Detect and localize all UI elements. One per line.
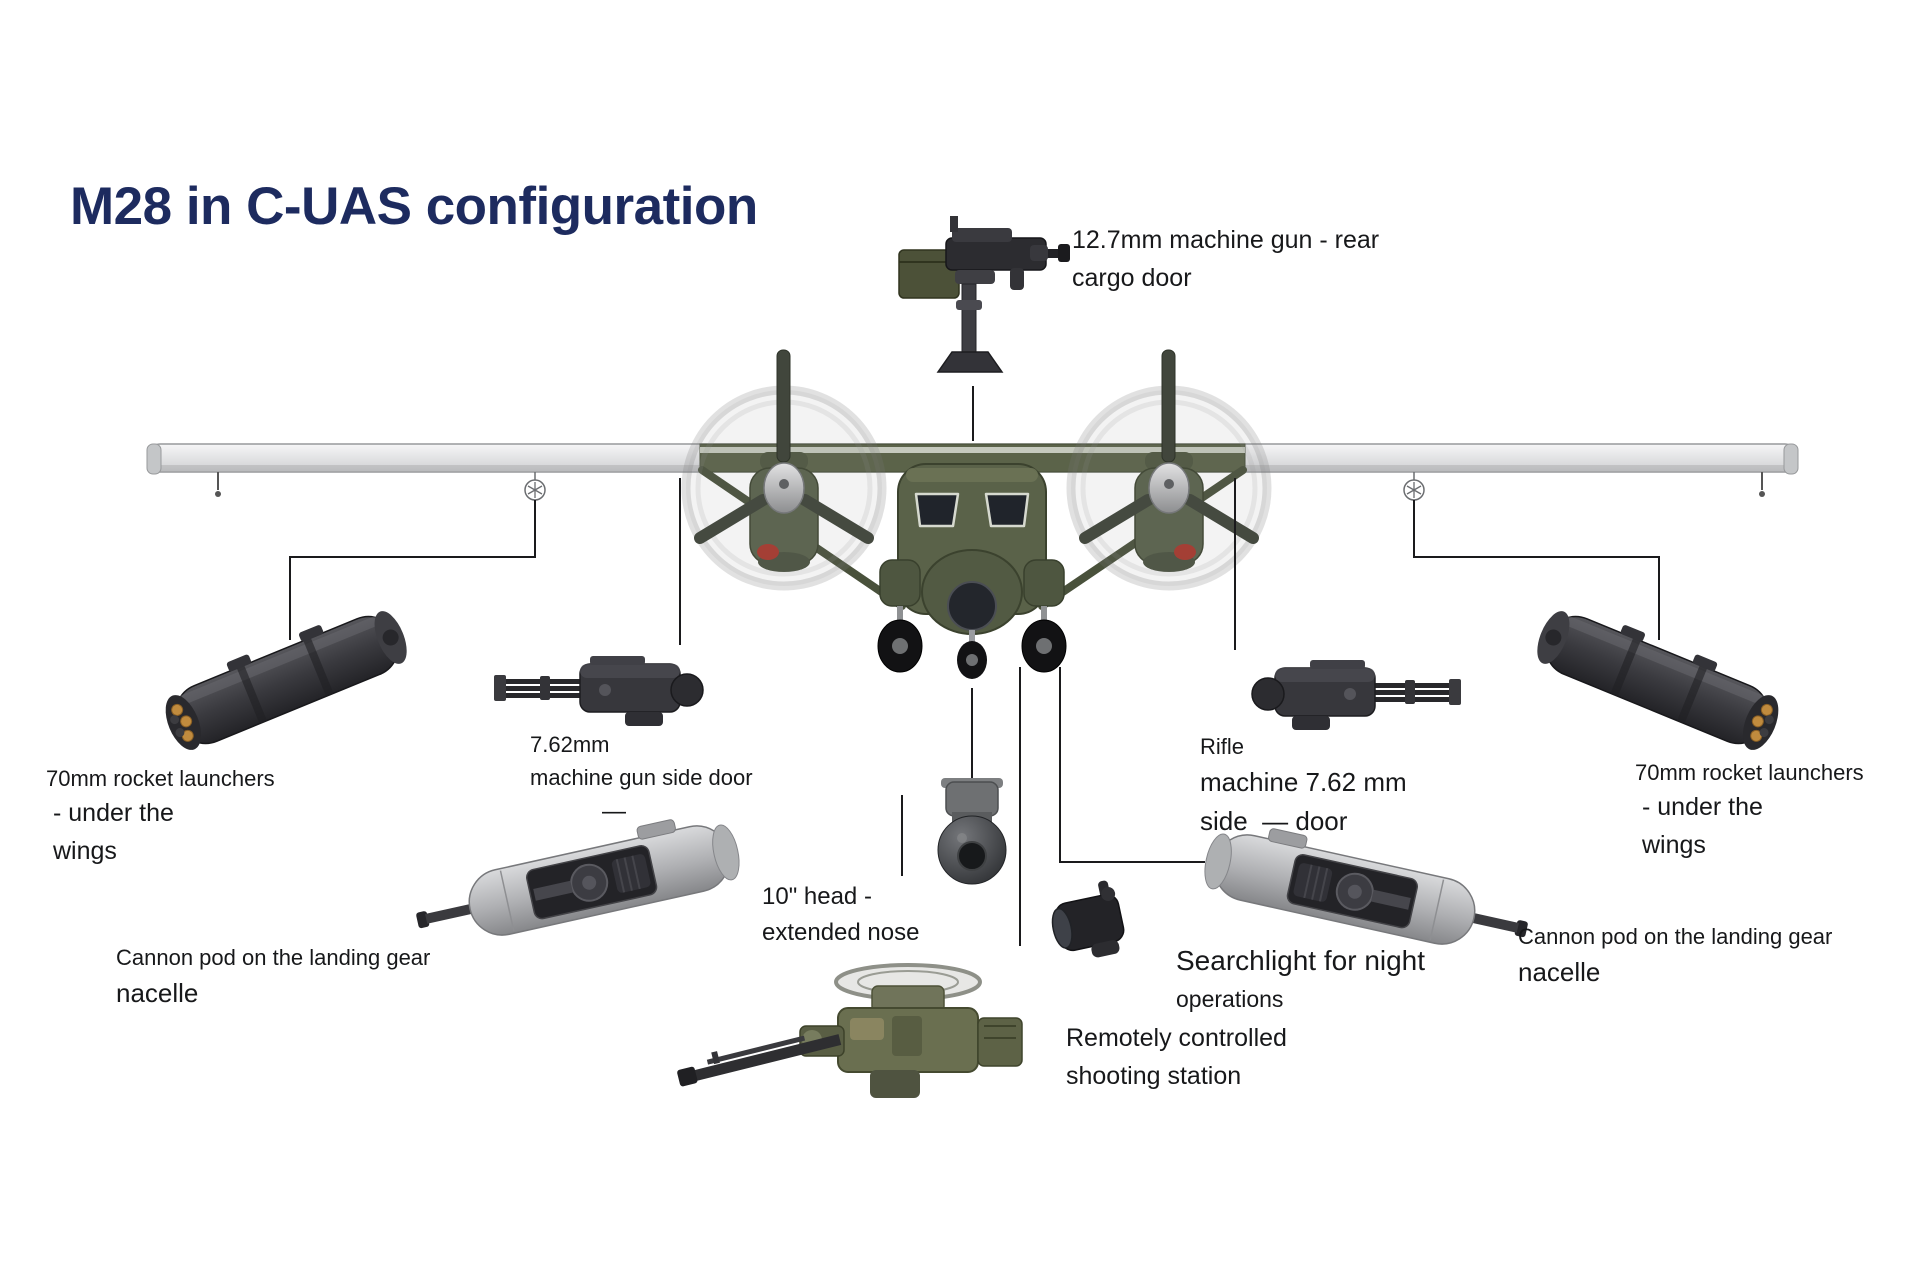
remote-weapon-station-illustration <box>677 963 1023 1098</box>
callout-mg-left-line2: machine gun side door <box>530 765 753 790</box>
callout-mg-right-line2: machine 7.62 mm <box>1200 767 1407 797</box>
hardpoint-right-icon <box>1403 472 1425 501</box>
nose-radome <box>947 581 997 631</box>
leader-rockets-right <box>1413 500 1660 640</box>
callout-rockets-right-line1: 70mm rocket launchers <box>1635 760 1864 785</box>
callout-rockets-left-line2: - under the <box>53 799 174 827</box>
minigun-right-illustration <box>1251 659 1462 731</box>
machine-gun-127-illustration <box>898 216 1070 373</box>
cockpit-window-left <box>914 492 960 528</box>
callout-mg-left-line1: 7.62mm <box>530 732 610 757</box>
callout-rockets-right-line2: - under the <box>1642 793 1763 821</box>
callout-nose-head-line1: 10" head - <box>762 883 872 910</box>
callout-gun-127-line1: 12.7mm machine gun - rear <box>1072 226 1380 254</box>
wingtip-left <box>146 443 162 475</box>
callout-searchlight-line2: operations <box>1176 986 1284 1012</box>
callout-cannon-left-line1: Cannon pod on the landing gear <box>116 945 431 970</box>
callout-gun-127: 12.7mm machine gun - rear cargo door <box>1072 222 1379 297</box>
callout-cannon-right-line1: Cannon pod on the landing gear <box>1518 924 1833 949</box>
callout-cannon-left-line2: nacelle <box>116 978 199 1008</box>
callout-rockets-left-line1: 70mm rocket launchers <box>46 766 275 791</box>
callout-mg-right-line1: Rifle <box>1200 734 1245 759</box>
callout-rws-line2: shooting station <box>1066 1061 1242 1090</box>
callout-rockets-left: 70mm rocket launchers - under the wings <box>46 762 275 870</box>
leader-cannon-right <box>1059 667 1205 863</box>
callout-gun-127-line2: cargo door <box>1072 263 1192 292</box>
propeller-right <box>1079 349 1259 544</box>
callout-cannon-left: Cannon pod on the landing gear nacelle <box>116 941 430 1013</box>
callout-cannon-right-line2: nacelle <box>1518 957 1601 987</box>
leader-lines <box>289 386 1660 946</box>
callout-rockets-right: 70mm rocket launchers - under the wings <box>1635 756 1864 864</box>
propeller-left <box>694 349 874 544</box>
searchlight-illustration <box>1051 880 1125 958</box>
callout-mg-left-dash: — <box>602 798 626 825</box>
cockpit-window-right <box>984 492 1030 528</box>
wing-antenna-left <box>215 491 221 497</box>
aircraft-illustration <box>146 349 1799 679</box>
callout-nose-head-line2: extended nose <box>762 919 920 946</box>
aircraft-fuselage <box>877 463 1067 679</box>
wingtip-right <box>1783 443 1799 475</box>
sensor-ball-illustration <box>937 778 1007 885</box>
rocket-pod-left-illustration <box>153 595 415 757</box>
minigun-left-illustration <box>493 655 704 727</box>
leader-rockets-left <box>289 500 536 640</box>
page-title: M28 in C-UAS configuration <box>70 177 758 236</box>
hardpoint-left-icon <box>524 472 546 501</box>
wing-antenna-right <box>1759 491 1765 497</box>
callout-rws: Remotely controlled shooting station <box>1066 1020 1287 1095</box>
callout-rockets-right-line3: wings <box>1642 830 1706 859</box>
callout-searchlight-line1: Searchlight for night <box>1176 945 1426 976</box>
callout-mg-left: 7.62mm machine gun side door — <box>530 728 753 830</box>
callout-cannon-right: Cannon pod on the landing gear nacelle <box>1518 920 1832 992</box>
callout-mg-right-line3: side — door <box>1200 806 1348 836</box>
callout-rockets-left-line3: wings <box>53 836 117 865</box>
callout-mg-right: Rifle machine 7.62 mm side — door <box>1200 730 1407 841</box>
callout-rws-line1: Remotely controlled <box>1066 1024 1287 1052</box>
callout-searchlight: Searchlight for night operations <box>1176 940 1425 1017</box>
callout-nose-head: 10" head - extended nose <box>762 879 919 951</box>
